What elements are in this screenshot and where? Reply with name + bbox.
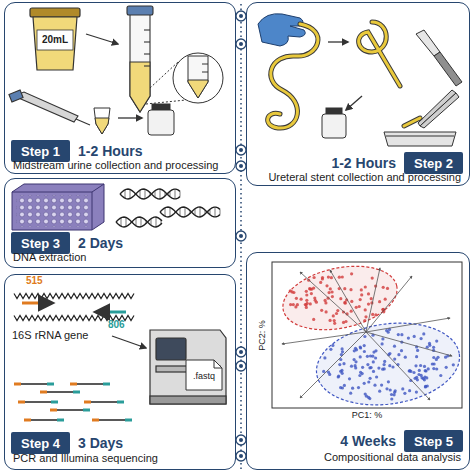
duration: 2 Days: [78, 235, 123, 251]
step-panel: Step 1 1-2 HoursMidstream urine collectio…: [4, 2, 236, 174]
step-description: Ureteral stent collection and processing: [268, 171, 461, 183]
well-plate: [12, 184, 104, 230]
microtube: [94, 108, 110, 134]
step-label: Step 2: [414, 156, 453, 171]
ureteral-stent: [268, 24, 318, 128]
timeline-markers: [236, 11, 246, 461]
dna-helices: [116, 189, 220, 227]
step-description: Compositional data analysis: [324, 451, 461, 463]
forceps: [418, 90, 459, 128]
sample-points: [289, 272, 455, 400]
step-description: DNA extraction: [13, 251, 86, 263]
sequence-fragments: [14, 384, 132, 420]
step-label: Step 4: [21, 436, 60, 451]
duration: 4 Weeks: [340, 433, 396, 449]
step-panel: Step 3 2 DaysDNA extraction: [4, 178, 236, 268]
urine-cup: [30, 8, 80, 70]
dna-strands: [14, 294, 134, 321]
step-tab: Step 2: [404, 152, 463, 174]
step-header: 1-2 Hours Step 2: [331, 152, 463, 174]
illumina-sequencer: [150, 330, 226, 404]
axis-label: PC1: %: [352, 411, 383, 420]
step-description: Midstream urine collection and processin…: [13, 159, 218, 171]
step-tab: Step 5: [404, 430, 463, 452]
gene-label: 16S rRNA gene: [12, 330, 88, 341]
step-tab: Step 1: [11, 140, 70, 162]
volume-label: 20mL: [42, 35, 68, 45]
duration: 1-2 Hours: [78, 143, 143, 159]
step-header: 4 Weeks Step 5: [340, 430, 463, 452]
primer-label: 806: [108, 320, 125, 330]
step-panel: 4 Weeks Step 5 Compositional data analysis: [246, 252, 470, 470]
fastq-file: [186, 360, 222, 390]
step-label: Step 3: [21, 236, 60, 251]
sample-bottle: [148, 104, 174, 135]
duration: 1-2 Hours: [331, 155, 396, 171]
file-label: .fastq: [193, 372, 215, 381]
pipette: [9, 90, 90, 125]
step-tab: Step 4: [11, 432, 70, 454]
step-label: Step 1: [21, 144, 60, 159]
petri-dish: [384, 132, 456, 146]
scalpel: [416, 30, 462, 86]
step-header: Step 1 1-2 Hours: [11, 140, 143, 162]
step-description: PCR and Illumina sequencing: [13, 452, 158, 464]
loading-arrows: [282, 268, 452, 400]
step-header: Step 4 3 Days: [11, 432, 123, 454]
duration: 3 Days: [78, 435, 123, 451]
primer-label: 515: [26, 276, 43, 286]
zoom-circle: [146, 53, 223, 104]
falcon-tube: [127, 6, 153, 112]
axis-label: PC2: %: [257, 320, 266, 351]
stent-piece: [404, 118, 420, 126]
stent-coil: [359, 22, 400, 86]
step-tab: Step 3: [11, 232, 70, 254]
sample-bottle: [322, 108, 346, 138]
step-panel: 1-2 Hours Step 2Ureteral stent collection…: [246, 2, 470, 186]
step-header: Step 3 2 Days: [11, 232, 123, 254]
step-label: Step 5: [414, 434, 453, 449]
gloved-hand: [258, 14, 305, 46]
